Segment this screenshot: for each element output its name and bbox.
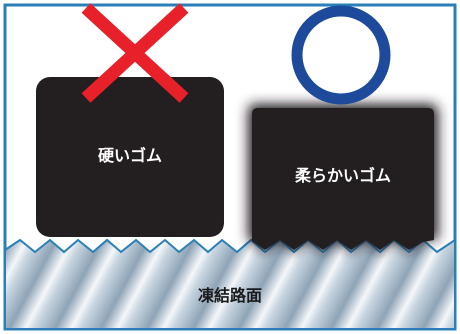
hard-rubber-block [36, 77, 224, 237]
cross-icon [81, 3, 189, 103]
soft-rubber-block [248, 104, 438, 252]
hard-rubber-label: 硬いゴム [98, 146, 162, 165]
ice-surface-label: 凍結路面 [198, 286, 262, 305]
ice-surface [5, 238, 455, 329]
soft-rubber-label: 柔らかいゴム [294, 166, 391, 185]
circle-icon [291, 5, 391, 105]
